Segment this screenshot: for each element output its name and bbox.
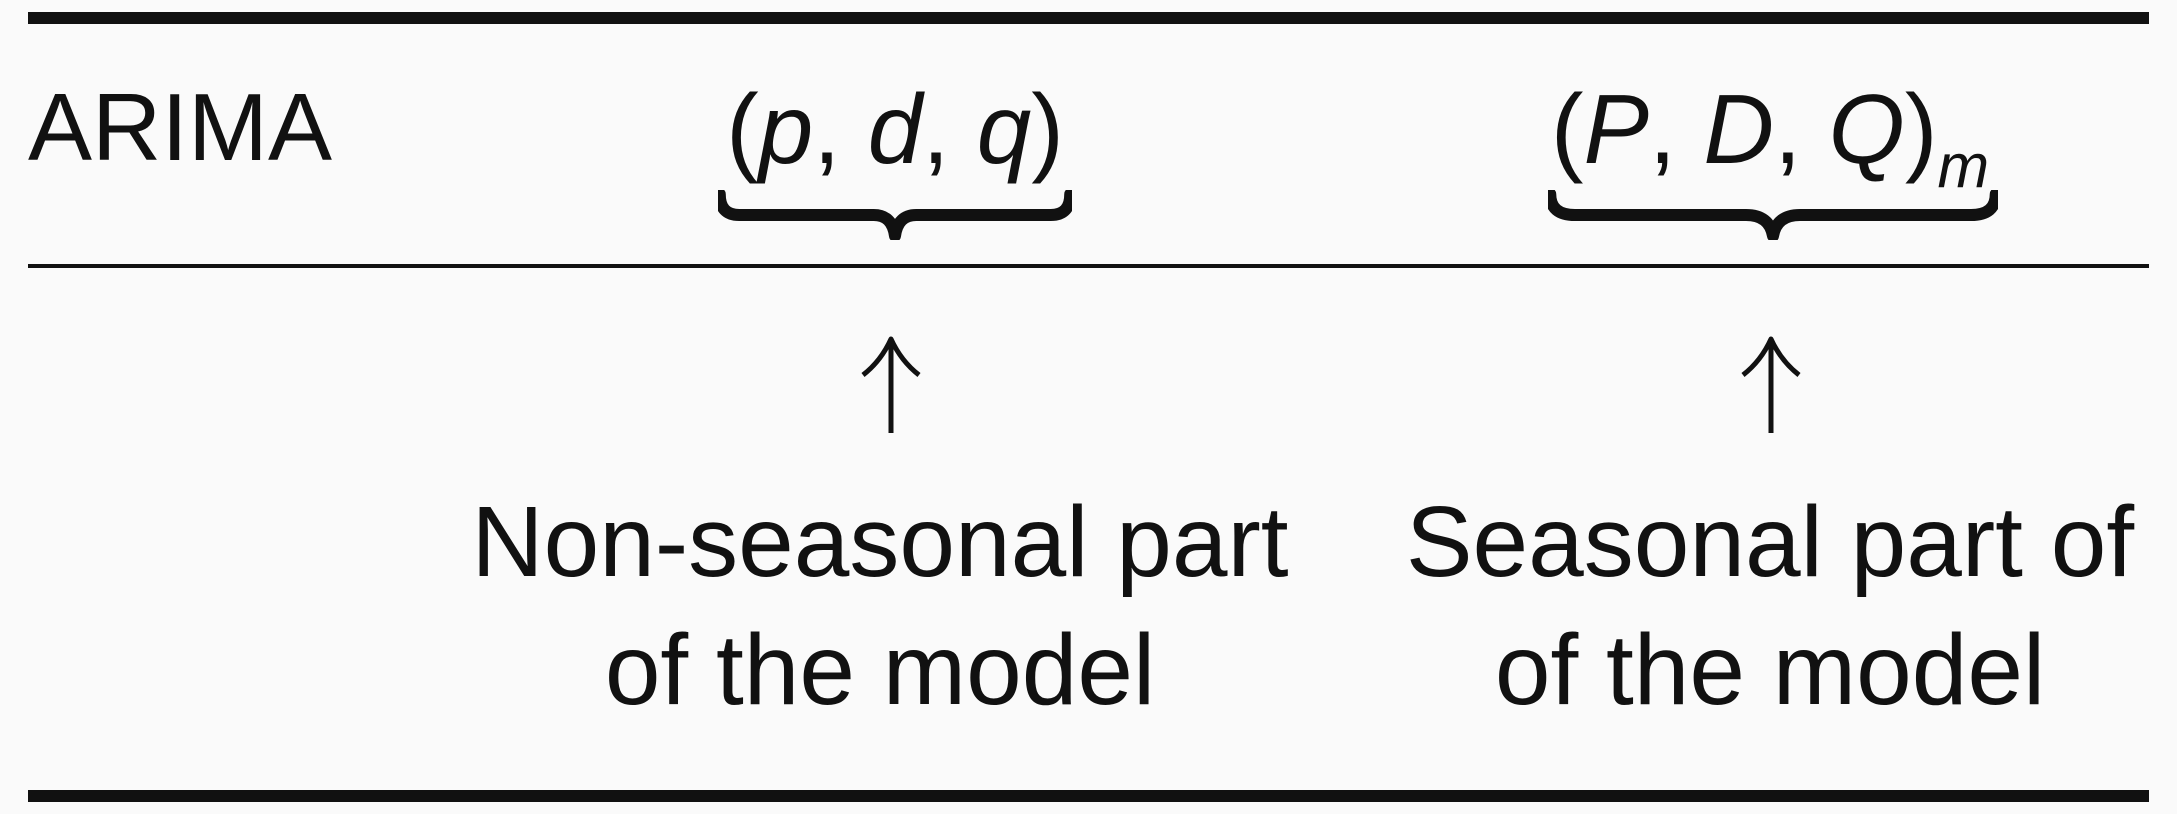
open-paren: (	[726, 74, 759, 184]
seasonal-subscript: m	[1937, 132, 1990, 201]
table-top-rule	[28, 12, 2149, 24]
up-arrow-icon-shape	[861, 336, 921, 433]
var-p: p	[758, 74, 814, 184]
nonseasonal-description: Non-seasonal part of the model	[471, 478, 1288, 734]
table-header-rule	[28, 264, 2149, 268]
nonseasonal-description-line1: Non-seasonal part	[471, 486, 1289, 598]
close-paren: )	[1904, 74, 1938, 184]
underbrace-icon-shape	[718, 190, 1072, 240]
seasonal-formula: (P, D, Q)m	[1551, 80, 1989, 201]
nonseasonal-description-line2: of the model	[604, 614, 1156, 726]
close-paren: )	[1031, 74, 1064, 184]
nonseasonal-formula: (p, d, q)	[726, 80, 1064, 178]
table-bottom-rule	[28, 790, 2149, 802]
seasonal-description-line2: of the model	[1494, 614, 2046, 726]
separator: ,	[1774, 74, 1829, 184]
separator: ,	[922, 74, 977, 184]
seasonal-description-line1: Seasonal part of	[1405, 486, 2135, 598]
var-q: q	[976, 74, 1032, 184]
separator: ,	[813, 74, 868, 184]
up-arrow-icon	[1731, 335, 1811, 435]
seasonal-description: Seasonal part of of the model	[1406, 478, 2134, 734]
underbrace-icon	[1548, 190, 1998, 240]
up-arrow-icon	[851, 335, 931, 435]
underbrace-icon-shape	[1548, 190, 1998, 240]
var-d: d	[867, 74, 923, 184]
separator: ,	[1648, 74, 1704, 184]
open-paren: (	[1550, 74, 1584, 184]
var-P: P	[1583, 74, 1649, 184]
var-Q: Q	[1828, 74, 1905, 184]
var-D: D	[1703, 74, 1775, 184]
up-arrow-icon-shape	[1741, 336, 1801, 433]
row-label: ARIMA	[28, 74, 333, 181]
underbrace-icon	[718, 190, 1072, 240]
